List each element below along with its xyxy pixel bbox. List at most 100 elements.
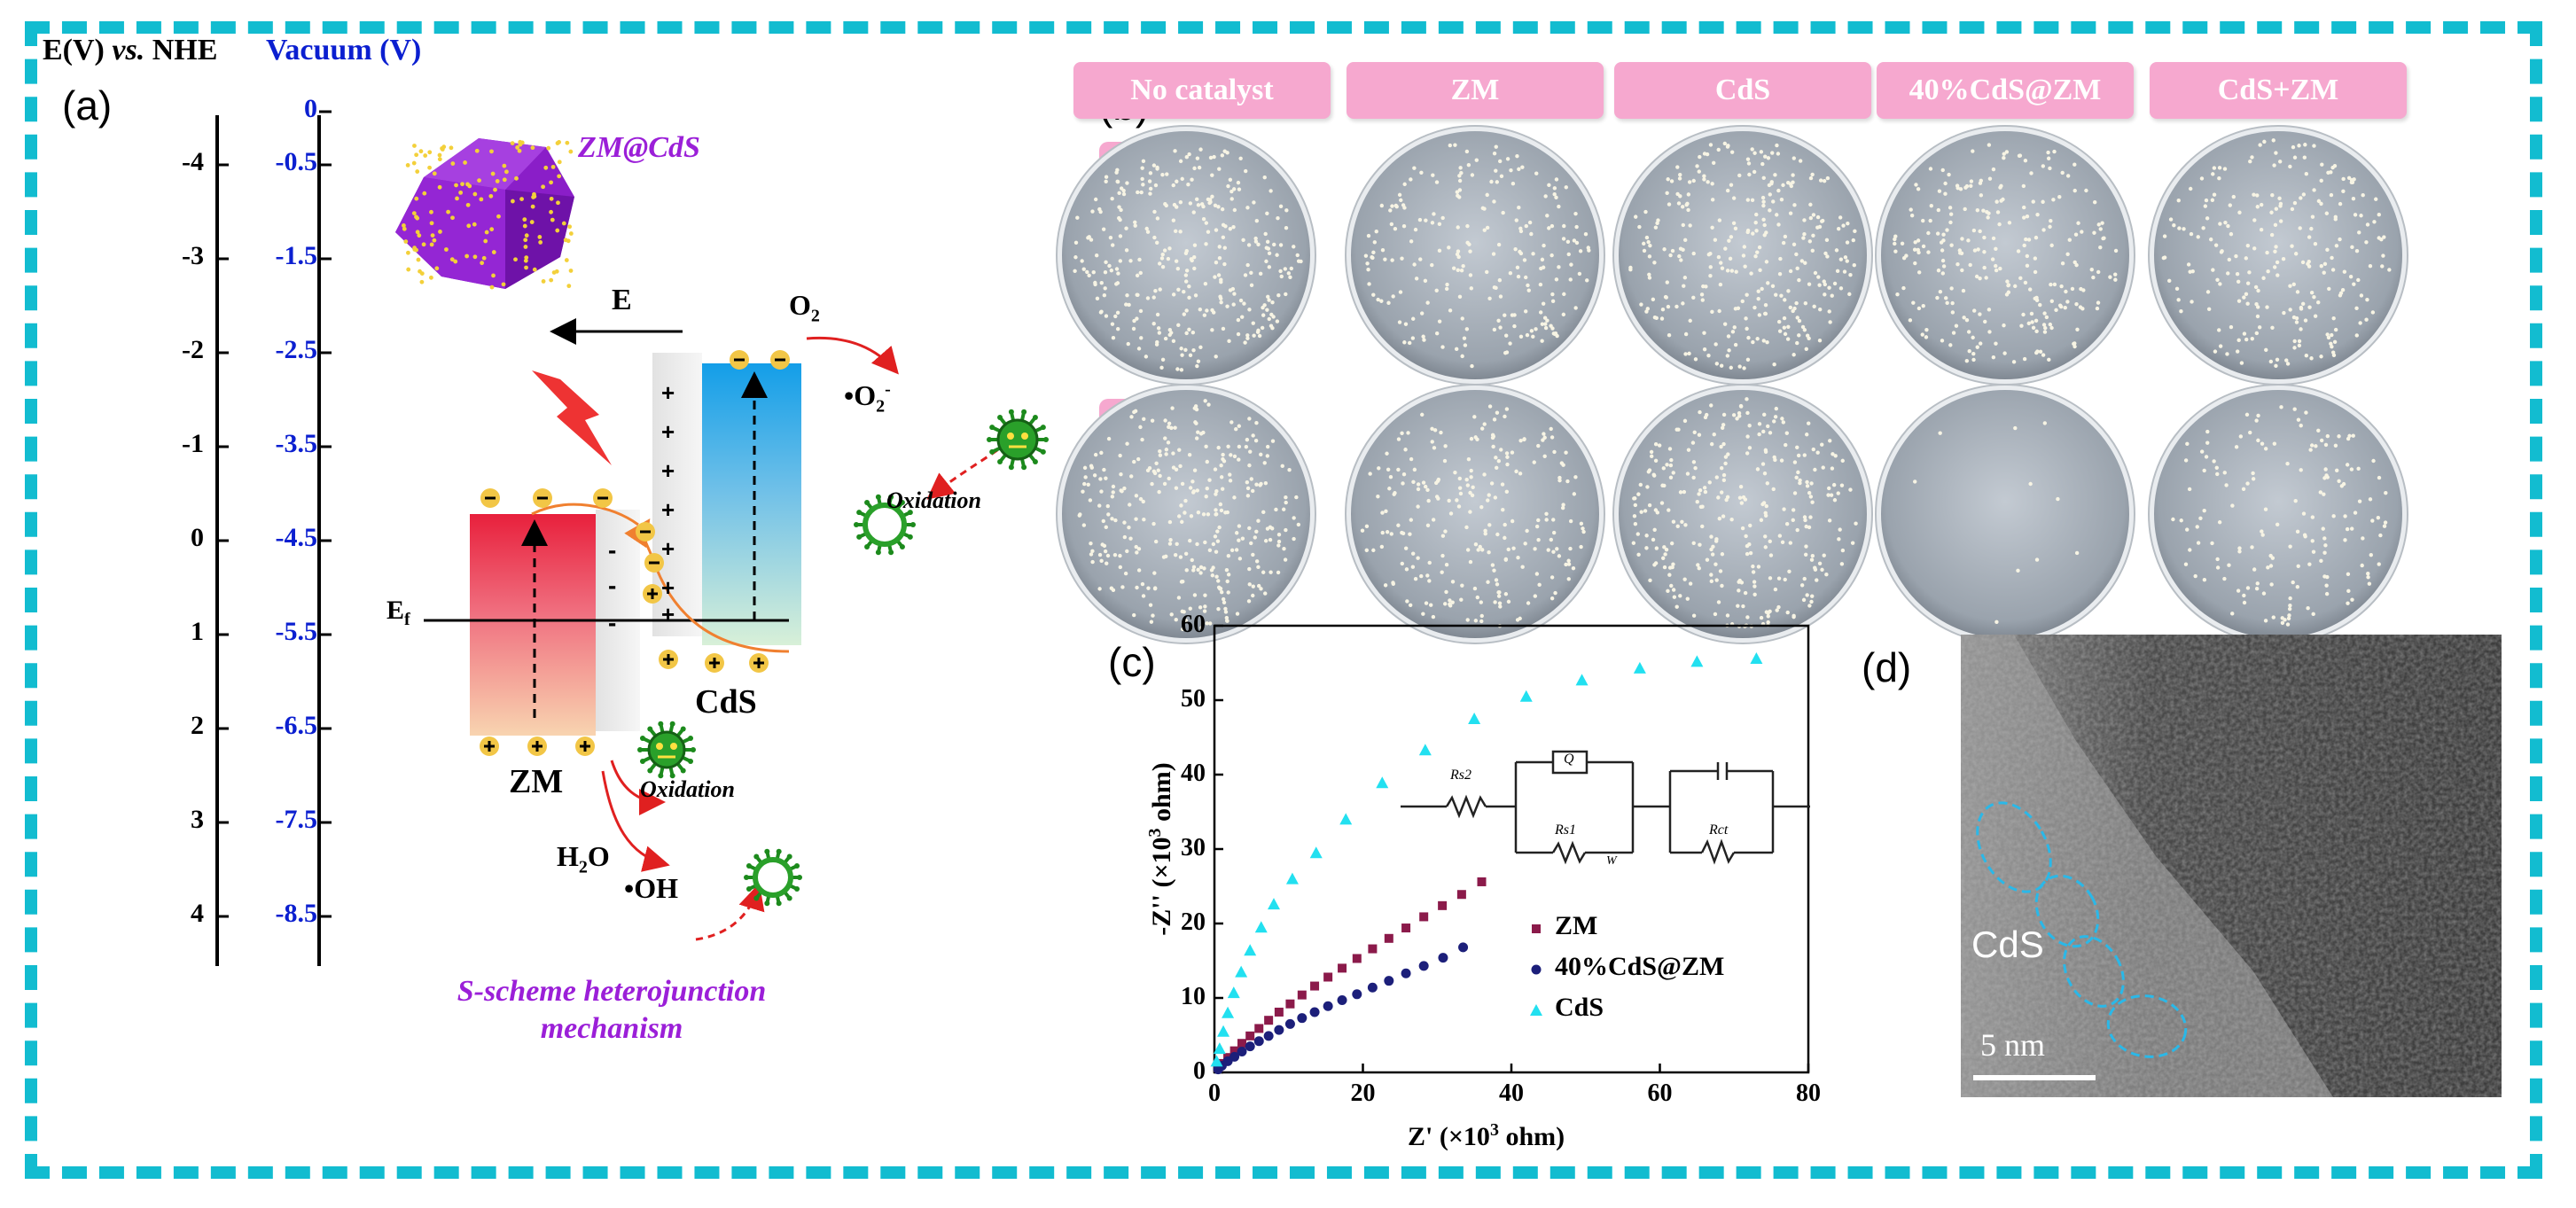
electron [636,522,655,542]
panel-c-label: (c) [1108,639,1156,685]
data-point [1339,813,1353,825]
vacuum-tick-label: -0.5 [275,147,318,176]
hydroxyl-label: •OH [624,872,678,904]
data-point [1519,690,1533,702]
negative-charge-sign: - [608,572,616,599]
scale-bar-label: 5 nm [1980,1027,2046,1063]
data-point [1468,713,1481,724]
vacuum-tick-label: -1.5 [275,241,318,270]
nhe-tick-label: -2 [182,335,204,364]
x-tick-label: 0 [1208,1079,1221,1107]
superoxide-label: •O2- [844,379,891,417]
o2-label: O2 [789,289,820,326]
positive-charge-sign: + [661,418,675,445]
electron [730,350,749,370]
petri-dish [2145,381,2411,647]
hole [659,650,678,669]
legend-marker [1532,924,1541,933]
hole [749,653,769,673]
circuit-rs1: Rs1 [1555,822,1576,838]
vacuum-tick-label: 0 [304,94,317,123]
data-point [1254,1024,1264,1033]
y-tick-label: 40 [1181,760,1206,787]
nhe-tick-label: 0 [191,523,204,552]
data-point [1477,877,1487,886]
data-point [1750,651,1763,664]
data-point [1690,655,1704,667]
data-point [1297,1013,1308,1024]
vacuum-tick-label: -5.5 [275,617,318,646]
data-point [1284,1018,1295,1029]
condition-header: CdS [1614,62,1871,119]
nhe-tick-label: 1 [191,617,204,646]
positive-charge-sign: + [661,496,675,523]
legend-label: 40%CdS@ZM [1555,952,1725,981]
data-point [1285,872,1299,885]
electron [644,553,664,573]
data-point [1352,954,1362,963]
bacterium-icon [744,848,802,907]
y-tick-label: 20 [1181,908,1206,936]
data-point [1338,963,1347,973]
nhe-tick-label: -1 [182,429,204,458]
petri-dish [1872,122,2138,388]
zm-electron-path [531,503,639,526]
water-oxidation-arrow [601,770,670,872]
x-axis-label: Z' (×103 ohm) [1408,1120,1565,1151]
y-tick-label: 30 [1181,834,1206,861]
data-point [1297,990,1307,1000]
fermi-label: Ef [386,596,410,629]
bacterium-icon [854,494,916,556]
hole [643,584,662,604]
data-point [1237,1039,1246,1048]
y-tick-label: 60 [1181,611,1206,638]
positive-charge-sign: + [661,601,675,627]
nhe-tick-label: 4 [191,899,204,928]
tem-image: CdS 5 nm [1961,635,2502,1097]
data-point [1323,1001,1333,1011]
data-point [1401,968,1411,978]
oxidation-label-top: Oxidation [886,487,981,513]
legend-marker [1530,1004,1542,1016]
light-icon [532,370,612,465]
data-point [1419,912,1429,922]
electron [533,488,552,508]
petri-dish [1342,122,1608,388]
electron [593,488,613,508]
cds-band [702,363,801,645]
data-point [1309,846,1323,859]
mechanism-title: S-scheme heterojunction mechanism [457,975,767,1045]
nhe-tick-label: -4 [182,147,204,176]
data-point [1254,921,1268,933]
data-point [1310,981,1320,991]
data-point [1227,986,1240,999]
condition-header: No catalyst [1073,62,1331,119]
bacterium-icon [987,409,1049,471]
data-point [1323,972,1333,982]
condition-header: CdS+ZM [2150,62,2407,119]
data-point [1368,944,1378,954]
negative-charge-sign: - [608,536,616,564]
data-point [1229,1051,1240,1062]
data-point [1633,661,1646,674]
particle-label: ZM@CdS [578,131,700,164]
zm-cds-particle [395,138,574,290]
x-tick-label: 60 [1647,1079,1673,1107]
data-point [1217,1025,1230,1037]
positive-charge-sign: + [661,574,675,601]
vacuum-tick-label: -3.5 [275,429,318,458]
x-tick-label: 40 [1499,1079,1524,1107]
petri-dish [1342,381,1608,647]
data-point [1458,942,1469,953]
data-point [1456,890,1466,900]
data-point [1337,995,1347,1006]
data-point [1384,933,1393,943]
negative-charge-sign: - [608,609,616,636]
data-point [1213,1042,1226,1055]
electron [770,350,790,370]
hole [705,653,724,673]
data-point [1418,961,1429,971]
legend-marker [1531,964,1542,975]
